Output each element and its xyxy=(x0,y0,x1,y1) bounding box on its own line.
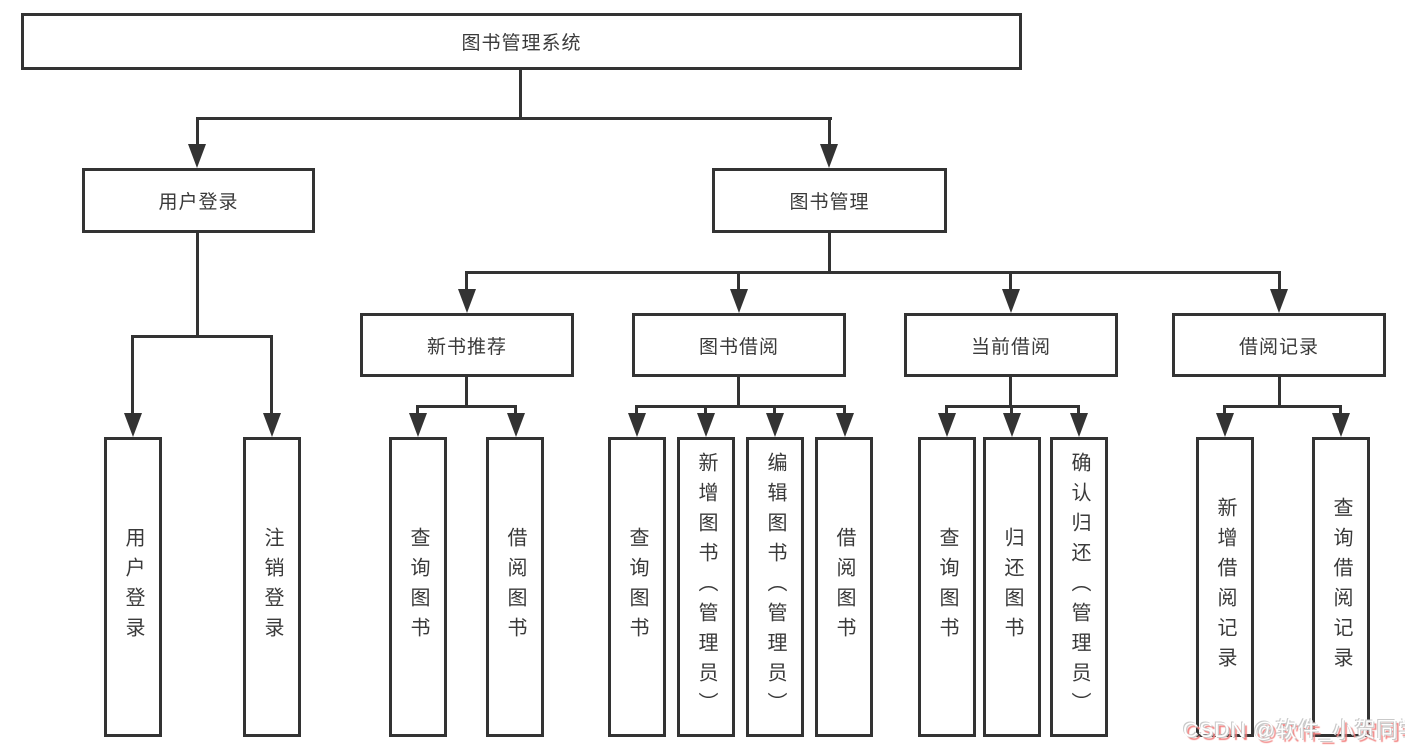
connector-userlogin-split xyxy=(131,335,273,338)
arrow-down-icon xyxy=(1270,289,1288,313)
connector-userlogin-stub xyxy=(196,233,199,338)
arrow-down-icon xyxy=(697,413,715,437)
leaf-return-books: 归还图书 xyxy=(983,437,1041,737)
connector-arrow-stub xyxy=(514,405,517,415)
leaf-label: 查询图书 xyxy=(407,527,429,647)
leaf-query-books-1: 查询图书 xyxy=(389,437,447,737)
connector-arrow-stub xyxy=(773,405,776,415)
connector-root-split xyxy=(196,117,832,120)
connector-arrow-stub xyxy=(945,405,948,415)
leaf-label: 编辑图书（管理员） xyxy=(764,452,786,722)
leaf-label: 借阅图书 xyxy=(833,527,855,647)
node-label: 用户登录 xyxy=(158,192,239,213)
arrow-down-icon xyxy=(938,413,956,437)
node-label: 图书管理 xyxy=(789,192,870,213)
node-current-borrow: 当前借阅 xyxy=(904,313,1118,377)
arrow-down-icon xyxy=(730,289,748,313)
connector-arrow-stub xyxy=(465,271,468,291)
leaf-label: 注销登录 xyxy=(261,527,283,647)
node-new-book-recommend: 新书推荐 xyxy=(360,313,574,377)
node-borrow-records: 借阅记录 xyxy=(1172,313,1386,377)
leaf-label: 查询借阅记录 xyxy=(1330,497,1352,677)
connector-bookborrow-stub xyxy=(737,377,740,408)
connector-arrow-stub xyxy=(737,271,740,291)
connector-arrow-stub xyxy=(704,405,707,415)
node-book-management: 图书管理 xyxy=(712,168,947,233)
connector-arrow-stub xyxy=(635,405,638,415)
connector-records-split xyxy=(1223,405,1342,408)
leaf-query-books-3: 查询图书 xyxy=(918,437,976,737)
leaf-query-borrow-record: 查询借阅记录 xyxy=(1312,437,1370,737)
leaf-confirm-return-admin: 确认归还（管理员） xyxy=(1050,437,1108,737)
node-user-login: 用户登录 xyxy=(82,168,315,233)
connector-currentborrow-stub xyxy=(1009,377,1012,408)
connector-newbook-split xyxy=(416,405,517,408)
node-label: 当前借阅 xyxy=(970,336,1051,358)
arrow-down-icon xyxy=(188,144,206,168)
leaf-label: 新增图书（管理员） xyxy=(695,452,717,722)
connector-arrow-stub xyxy=(828,117,831,145)
node-book-borrow: 图书借阅 xyxy=(632,313,846,377)
connector-records-stub xyxy=(1278,377,1281,408)
node-label: 新书推荐 xyxy=(426,336,507,358)
connector-bookborrow-split xyxy=(635,405,846,408)
arrow-down-icon xyxy=(1002,289,1020,313)
connector-arrow-stub xyxy=(131,335,134,415)
arrow-down-icon xyxy=(1216,413,1234,437)
leaf-label: 确认归还（管理员） xyxy=(1068,452,1090,722)
connector-arrow-stub xyxy=(1339,405,1342,415)
arrow-down-icon xyxy=(766,413,784,437)
arrow-down-icon xyxy=(263,413,281,437)
arrow-down-icon xyxy=(124,413,142,437)
leaf-label: 查询图书 xyxy=(626,527,648,647)
connector-arrow-stub xyxy=(196,117,199,145)
arrow-down-icon xyxy=(458,289,476,313)
connector-arrow-stub xyxy=(416,405,419,415)
connector-arrow-stub xyxy=(843,405,846,415)
connector-arrow-stub xyxy=(1010,405,1013,415)
connector-bookmgmt-stub xyxy=(828,233,831,273)
connector-arrow-stub xyxy=(1223,405,1226,415)
arrow-down-icon xyxy=(1070,413,1088,437)
connector-root-stub xyxy=(519,70,522,118)
leaf-borrow-books-1: 借阅图书 xyxy=(486,437,544,737)
arrow-down-icon xyxy=(409,413,427,437)
connector-arrow-stub xyxy=(1009,271,1012,291)
leaf-label: 归还图书 xyxy=(1001,527,1023,647)
leaf-label: 借阅图书 xyxy=(504,527,526,647)
leaf-borrow-books-2: 借阅图书 xyxy=(815,437,873,737)
leaf-user-login: 用户登录 xyxy=(104,437,162,737)
leaf-label: 查询图书 xyxy=(936,527,958,647)
connector-bookmgmt-split xyxy=(465,271,1281,274)
arrow-down-icon xyxy=(1003,413,1021,437)
connector-newbook-stub xyxy=(465,377,468,408)
arrow-down-icon xyxy=(1332,413,1350,437)
arrow-down-icon xyxy=(836,413,854,437)
leaf-add-books-admin: 新增图书（管理员） xyxy=(677,437,735,737)
node-label: 借阅记录 xyxy=(1238,336,1319,358)
leaf-label: 新增借阅记录 xyxy=(1214,497,1236,677)
leaf-edit-books-admin: 编辑图书（管理员） xyxy=(746,437,804,737)
node-library-system: 图书管理系统 xyxy=(21,13,1022,70)
connector-arrow-stub xyxy=(270,335,273,415)
arrow-down-icon xyxy=(507,413,525,437)
leaf-add-borrow-record: 新增借阅记录 xyxy=(1196,437,1254,737)
connector-arrow-stub xyxy=(1077,405,1080,415)
arrow-down-icon xyxy=(820,144,838,168)
node-label: 图书借阅 xyxy=(698,336,779,358)
arrow-down-icon xyxy=(628,413,646,437)
leaf-query-books-2: 查询图书 xyxy=(608,437,666,737)
leaf-label: 用户登录 xyxy=(122,527,144,647)
connector-arrow-stub xyxy=(1278,271,1281,291)
node-label: 图书管理系统 xyxy=(461,33,582,54)
leaf-logout: 注销登录 xyxy=(243,437,301,737)
